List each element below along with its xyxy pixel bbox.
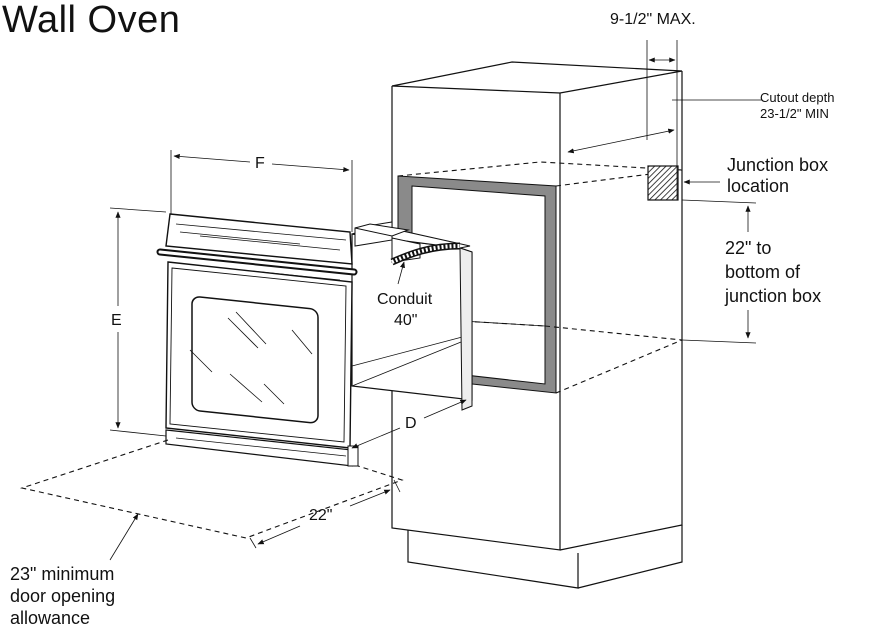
door-allowance-label-2: door opening [10,586,115,606]
dimension-f-label: F [255,155,265,172]
conduit-label-2: 40" [394,312,417,329]
junction-box-label-2: location [727,176,789,196]
door-allowance-label-3: allowance [10,608,90,628]
to-bottom-label-3: junction box [724,286,821,306]
oven [156,213,473,467]
cutout-depth-label-2: 23-1/2" MIN [760,106,829,121]
door-allowance-label-1: 23" minimum [10,564,114,584]
junction-box-label-1: Junction box [727,155,828,175]
dimension-d-label: D [405,415,417,432]
dimension-e-label: E [111,312,122,329]
allowance-22-label: 22" [309,507,332,524]
junction-box-icon [647,165,679,201]
diagram-title: Wall Oven [2,0,180,41]
cutout-depth-label-1: Cutout depth [760,90,834,105]
to-bottom-label-1: 22" to [725,238,771,258]
to-bottom-label-2: bottom of [725,262,801,282]
max-width-label: 9-1/2" MAX. [610,11,696,28]
conduit-label-1: Conduit [377,291,433,308]
